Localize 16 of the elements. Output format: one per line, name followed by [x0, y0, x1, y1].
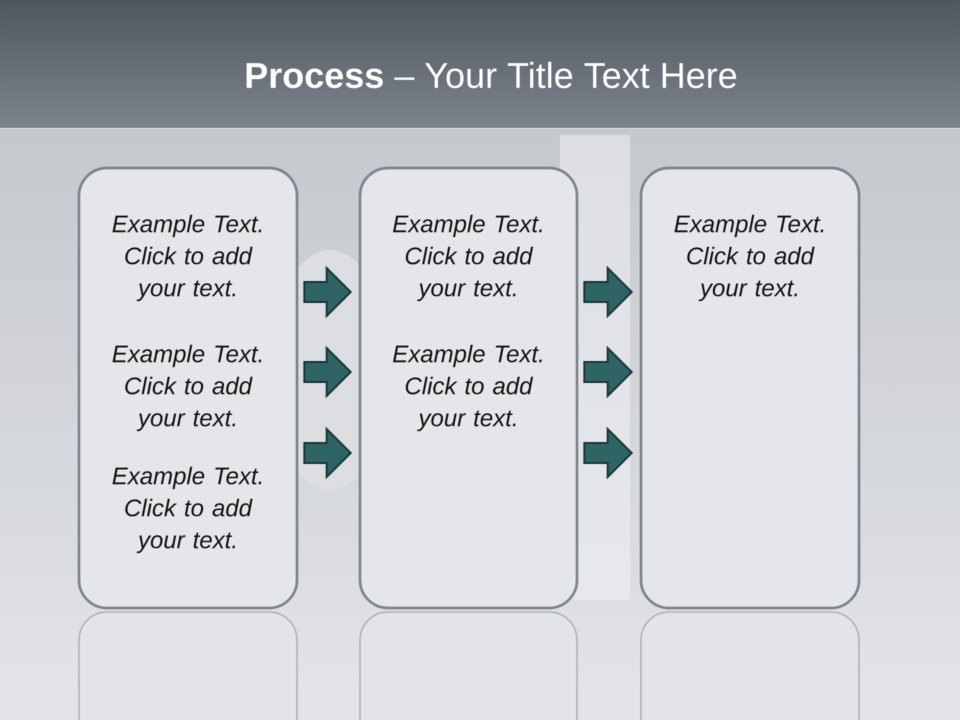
block-arrow	[583, 426, 634, 480]
process-box	[358, 166, 578, 610]
box-text: Example Text. Click to add your text.	[112, 466, 262, 554]
process-box	[640, 166, 860, 610]
box-text: Example Text. Click to add your text.	[112, 344, 262, 432]
box-text: Example Text. Click to add your text.	[392, 214, 542, 302]
block-arrow	[583, 346, 634, 398]
block-arrow	[583, 266, 634, 318]
box-text: Example Text. Click to add your text.	[392, 344, 542, 432]
box-text: Example Text. Click to add your text.	[112, 214, 262, 302]
box-text: Example Text. Click to add your text.	[674, 214, 824, 302]
block-arrow	[303, 426, 352, 480]
title: Process – Your Title Text Here	[246, 62, 736, 88]
block-arrow	[303, 346, 352, 398]
block-arrow	[303, 266, 352, 318]
process-box	[78, 166, 298, 610]
